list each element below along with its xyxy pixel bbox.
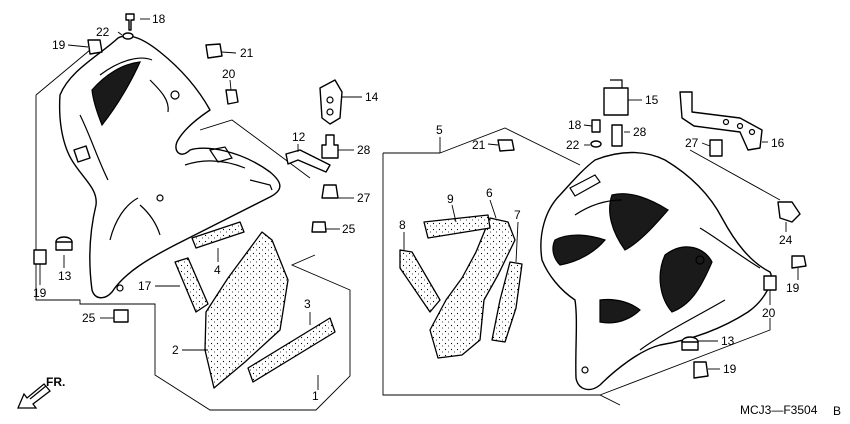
left-group-frame [35, 44, 351, 411]
label-3: 3 [304, 297, 311, 311]
diagram-code-text: MCJ3—F3504 [740, 403, 818, 417]
label-9: 9 [447, 192, 454, 206]
decal-9 [423, 214, 491, 239]
label-28-left: 28 [357, 143, 371, 157]
label-19-bottom-right: 19 [723, 362, 737, 376]
left-cowl [58, 35, 281, 299]
decal-2 [204, 231, 289, 389]
label-19-top-left: 19 [52, 38, 66, 52]
label-28-right: 28 [633, 125, 647, 139]
label-20-right: 20 [762, 306, 776, 320]
decal-3 [247, 317, 336, 383]
label-8: 8 [399, 218, 406, 232]
decal-6 [429, 217, 516, 359]
label-21-left: 21 [240, 46, 254, 60]
label-25-bottom-left: 25 [82, 311, 96, 325]
label-2: 2 [172, 343, 179, 357]
label-12: 12 [292, 130, 306, 144]
label-1: 1 [312, 389, 319, 403]
label-20-left: 20 [222, 67, 236, 81]
label-15: 15 [645, 93, 659, 107]
front-label: FR. [46, 375, 65, 389]
label-19-right: 19 [786, 281, 800, 295]
decal-17 [174, 257, 209, 313]
label-18-left: 18 [152, 12, 166, 26]
hardware [33, 13, 807, 379]
diagram-code-suffix: B [833, 404, 841, 418]
label-18-right: 18 [568, 118, 582, 132]
right-group-frame [382, 127, 781, 406]
label-21-right: 21 [472, 138, 486, 152]
leader-lines [39, 18, 799, 390]
left-decals [174, 221, 336, 389]
diagram-code: MCJ3—F3504 B [740, 403, 841, 418]
decal-8 [399, 249, 441, 313]
arrow-down-left-icon [17, 383, 51, 409]
label-22-left: 22 [96, 25, 110, 39]
label-27-left: 27 [357, 191, 371, 205]
label-14: 14 [365, 90, 379, 104]
label-22-right: 22 [566, 138, 580, 152]
right-decals [399, 214, 523, 359]
label-16: 16 [771, 136, 785, 150]
decal-4 [191, 221, 245, 249]
label-13-right: 13 [721, 334, 735, 348]
label-7: 7 [514, 208, 521, 222]
label-5: 5 [436, 123, 443, 137]
decal-7 [491, 261, 523, 343]
label-25-right-of-left: 25 [342, 222, 356, 236]
right-cowl [540, 151, 772, 391]
label-27-right: 27 [685, 136, 699, 150]
label-13-left: 13 [58, 269, 72, 283]
label-17: 17 [138, 279, 152, 293]
label-24: 24 [779, 233, 793, 247]
label-4: 4 [214, 263, 221, 277]
label-6: 6 [486, 186, 493, 200]
part-labels: 18 22 19 21 20 14 12 28 27 25 4 13 17 19… [33, 12, 800, 403]
front-direction-indicator: FR. [17, 375, 65, 409]
label-19-bottom-left: 19 [33, 286, 47, 300]
